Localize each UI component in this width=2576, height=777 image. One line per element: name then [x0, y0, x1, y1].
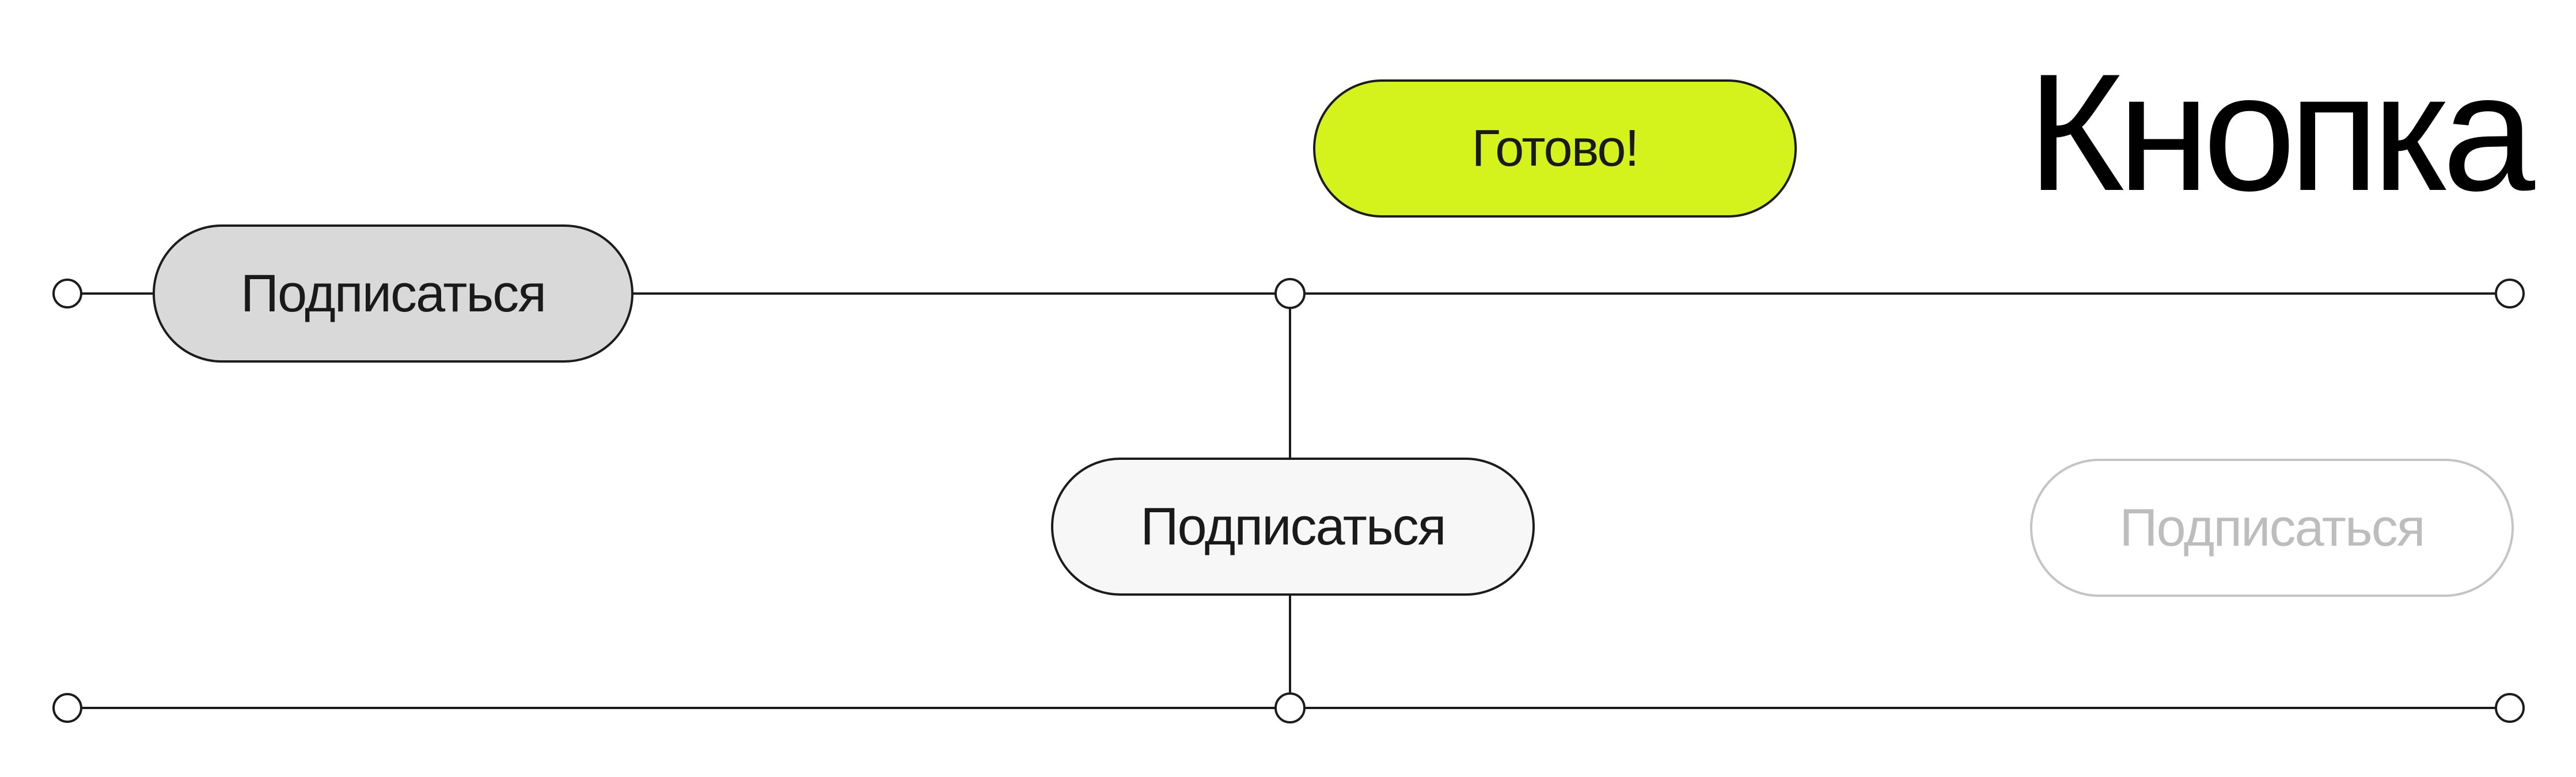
page-title: Кнопка	[2027, 39, 2535, 226]
node-bottom-left	[52, 693, 82, 723]
node-top-center	[1274, 278, 1306, 309]
subscribe-button-pressed[interactable]: Подписаться	[153, 224, 633, 363]
done-button-label: Готово!	[1471, 119, 1640, 177]
subscribe-button-pressed-label: Подписаться	[240, 264, 547, 323]
node-bottom-center	[1274, 692, 1306, 723]
done-button[interactable]: Готово!	[1313, 79, 1797, 218]
subscribe-button-default[interactable]: Подписаться	[1051, 458, 1535, 596]
subscribe-button-disabled-label: Подписаться	[2119, 498, 2425, 557]
subscribe-button-default-label: Подписаться	[1140, 497, 1446, 556]
subscribe-button-disabled: Подписаться	[2030, 459, 2514, 597]
node-top-left	[52, 279, 82, 308]
node-bottom-right	[2495, 693, 2525, 723]
node-top-right	[2495, 279, 2525, 308]
